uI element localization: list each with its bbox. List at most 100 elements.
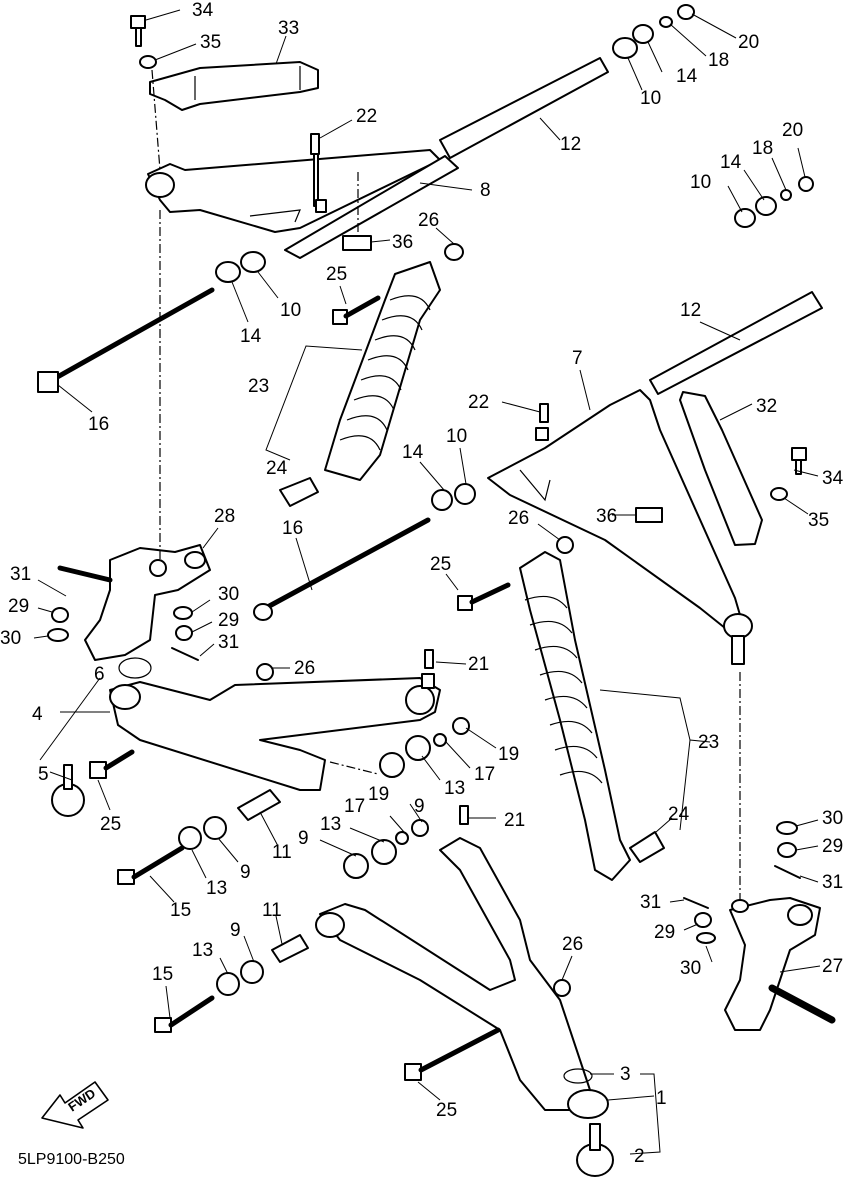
callout-17: 17 [344, 796, 365, 817]
bolt-15-mid [117, 845, 185, 885]
callout-36: 36 [596, 506, 617, 527]
callout-25: 25 [326, 264, 347, 285]
washer-30-right [776, 821, 798, 835]
upper-arm-8 [145, 149, 441, 233]
fwd-arrow-icon: FWD [41, 1081, 109, 1129]
callout-14: 14 [720, 152, 742, 173]
nut-29-lower [694, 912, 712, 928]
callout-26: 26 [508, 508, 529, 529]
callout-29: 29 [654, 922, 675, 943]
grease-nipple-22-top [310, 133, 327, 213]
cotter-pin-31-lower [683, 897, 709, 909]
clip-3 [563, 1068, 593, 1084]
callout-23: 23 [248, 376, 269, 397]
callout-14: 14 [402, 442, 424, 463]
long-bolt-16-top [37, 287, 215, 393]
callout-26: 26 [562, 934, 583, 955]
callout-3: 3 [620, 1064, 631, 1085]
bushings-left-10-14 [215, 251, 266, 283]
callout-19: 19 [368, 784, 389, 805]
callout-9: 9 [240, 862, 251, 883]
bolt-15-bottom [154, 995, 215, 1033]
callout-15: 15 [170, 900, 191, 921]
callout-16: 16 [282, 518, 303, 539]
nut-35-right [770, 487, 788, 501]
callout-20: 20 [782, 120, 803, 141]
callout-15: 15 [152, 964, 173, 985]
tag-36-top [342, 235, 372, 251]
bushings-right [734, 176, 814, 228]
lower-arm-4 [109, 677, 441, 791]
collar-24-right [629, 831, 665, 863]
ball-joint-5 [51, 764, 85, 817]
callout-4: 4 [32, 704, 43, 725]
callout-30: 30 [0, 628, 21, 649]
callout-26: 26 [294, 658, 315, 679]
callout-12: 12 [560, 134, 581, 155]
callout-6: 6 [94, 664, 105, 685]
circlip-6 [118, 657, 152, 679]
callout-31: 31 [218, 632, 239, 653]
bushings-9-13-mid [178, 789, 281, 850]
callout-10: 10 [446, 426, 467, 447]
callout-31: 31 [822, 872, 843, 893]
callout-7: 7 [572, 348, 583, 369]
washer-30-left [47, 628, 69, 642]
callout-24: 24 [668, 804, 690, 825]
callout-34: 34 [822, 468, 844, 489]
callout-30: 30 [822, 808, 843, 829]
cotter-pin-31-right [774, 865, 801, 879]
guard-33 [149, 61, 319, 111]
knuckle-28 [57, 544, 211, 661]
callout-21: 21 [504, 810, 525, 831]
shock-absorber-23-right [519, 551, 631, 881]
callout-32: 32 [756, 396, 777, 417]
tag-36-right [635, 507, 663, 523]
long-bolt-16-mid [253, 517, 431, 621]
nut-29-mid [175, 625, 193, 641]
callout-27: 27 [822, 956, 843, 977]
callout-11: 11 [272, 842, 292, 863]
callout-19: 19 [498, 744, 519, 765]
grease-nipple-21-top [421, 649, 435, 689]
callout-29: 29 [822, 836, 843, 857]
callout-11: 11 [262, 900, 282, 921]
callout-10: 10 [690, 172, 711, 193]
callout-30: 30 [218, 584, 239, 605]
lower-arm-bottom [315, 837, 609, 1119]
callout-31: 31 [10, 564, 31, 585]
callout-25: 25 [100, 814, 121, 835]
callout-30: 30 [680, 958, 701, 979]
bolt-25-lower [89, 749, 135, 779]
callout-2: 2 [634, 1146, 645, 1167]
nut-29-left [51, 607, 69, 623]
callout-18: 18 [708, 50, 729, 71]
callout-26: 26 [418, 210, 439, 231]
callout-10: 10 [640, 88, 661, 109]
bolt-25-top [332, 295, 381, 325]
nut-35-top [139, 55, 157, 69]
upper-arm-7 [487, 389, 741, 629]
callout-35: 35 [200, 32, 221, 53]
callout-16: 16 [88, 414, 109, 435]
callout-14: 14 [676, 66, 698, 87]
callout-34: 34 [192, 0, 214, 21]
leader-lines [33, 9, 821, 1155]
callout-17: 17 [474, 764, 495, 785]
washer-30-lower [696, 932, 716, 944]
bolt-25-mid [457, 582, 511, 611]
callout-25: 25 [430, 554, 451, 575]
tube-12-top [284, 57, 609, 259]
nut-26-lower [256, 663, 274, 681]
nut-29-right [777, 842, 797, 858]
callout-22: 22 [356, 106, 377, 127]
callout-13: 13 [444, 778, 465, 799]
bushings-center-10-14 [431, 483, 476, 511]
nut-26-top [444, 243, 464, 261]
callout-8: 8 [480, 180, 491, 201]
callout-23: 23 [698, 732, 719, 753]
bolt-34-top [130, 15, 146, 47]
callout-13: 13 [320, 814, 341, 835]
bushings-mid-9-13-17-19 [343, 717, 470, 879]
